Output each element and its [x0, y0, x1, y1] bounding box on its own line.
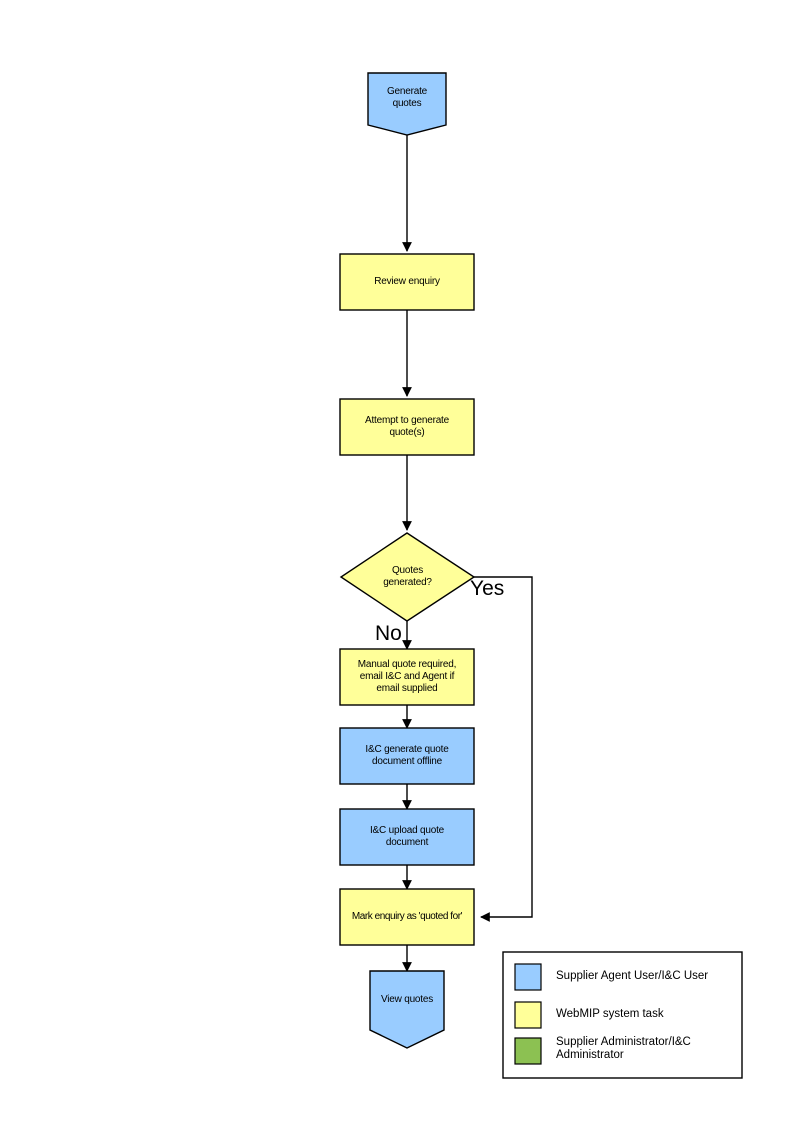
legend-swatch-user-task — [514, 963, 542, 991]
legend-frame — [502, 951, 743, 1079]
edge-label-yes: Yes — [470, 577, 505, 600]
node-generate-quotes[interactable] — [367, 72, 447, 136]
legend-label-admin-task: Supplier Administrator/I&C Administrator — [556, 1036, 691, 1061]
edge-decision-yes-to-mark — [474, 576, 533, 922]
edge-label-no: No — [375, 622, 402, 645]
legend-label-user-task: Supplier Agent User/I&C User — [556, 970, 709, 982]
node-ic-upload-quote-document[interactable] — [339, 808, 475, 866]
node-review-enquiry[interactable] — [339, 253, 475, 311]
node-ic-generate-quote-offline[interactable] — [339, 727, 475, 785]
node-quotes-generated-decision[interactable] — [339, 532, 476, 622]
node-view-quotes[interactable] — [369, 970, 445, 1049]
node-manual-quote-required[interactable] — [339, 648, 475, 706]
legend-label-system-task: WebMIP system task — [556, 1008, 664, 1020]
node-mark-enquiry-quoted-for[interactable] — [339, 888, 475, 946]
node-attempt-to-generate-quotes[interactable] — [339, 398, 475, 456]
legend-swatch-system-task — [514, 1001, 542, 1029]
legend-swatch-admin-task — [514, 1037, 542, 1065]
